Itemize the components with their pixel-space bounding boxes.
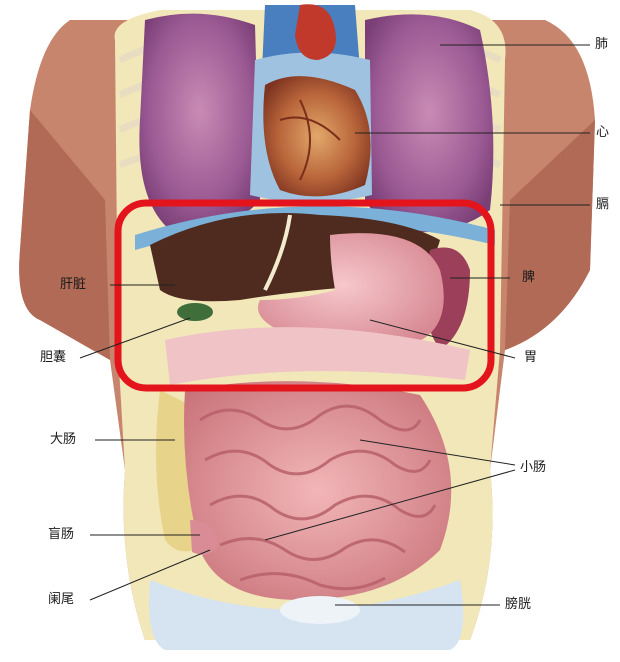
- label-diaphragm: 膈: [596, 197, 609, 213]
- small-intestine: [184, 381, 451, 600]
- label-cecum: 盲肠: [48, 527, 74, 543]
- gallbladder: [177, 303, 213, 321]
- label-stomach: 胃: [524, 350, 537, 366]
- label-heart: 心: [596, 125, 609, 141]
- label-gallbladder: 胆囊: [40, 350, 66, 366]
- label-large-intestine: 大肠: [50, 432, 76, 448]
- label-bladder: 膀胱: [505, 597, 531, 613]
- label-lung: 肺: [595, 37, 608, 53]
- heart: [263, 76, 370, 196]
- label-small-intestine: 小肠: [520, 460, 546, 476]
- label-appendix: 阑尾: [48, 592, 74, 608]
- label-liver: 肝脏: [60, 277, 86, 293]
- label-spleen: 脾: [522, 270, 535, 286]
- left-lung: [139, 14, 260, 231]
